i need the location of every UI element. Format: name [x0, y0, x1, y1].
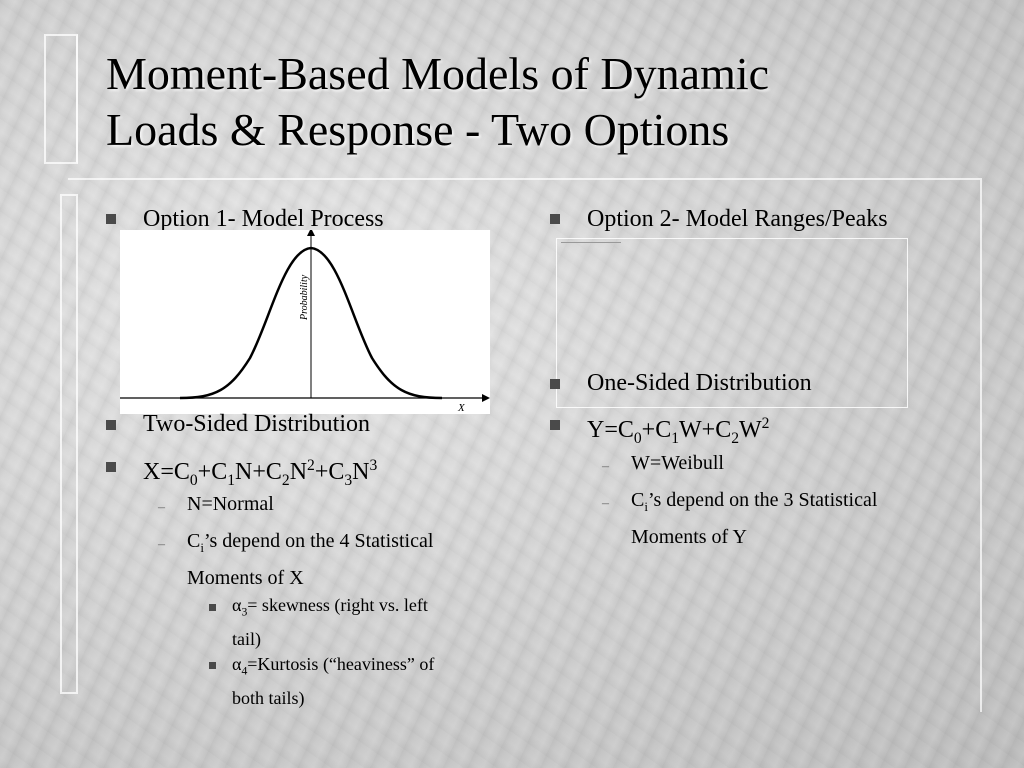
bullet-icon: [550, 420, 560, 430]
alpha-line2: both tails): [232, 687, 305, 708]
dash-icon: –: [602, 459, 609, 474]
peaks-figure-placeholder: [556, 238, 908, 408]
eq-text: N: [352, 459, 370, 485]
two-sided-label: Two-Sided Distribution: [143, 411, 370, 437]
eq-text: +C: [197, 459, 228, 485]
alpha-sub: 4: [241, 664, 248, 678]
ci-sub: i: [200, 540, 204, 555]
eq-text: +C: [641, 417, 672, 443]
normal-distribution-plot: Probability X: [120, 228, 490, 414]
weibull-label: W=Weibull: [631, 452, 724, 474]
bullet-icon: [209, 662, 216, 669]
bell-curve: [179, 246, 443, 400]
bullet-icon: [550, 214, 560, 224]
decorative-frame: [68, 178, 982, 712]
bullet-icon: [106, 214, 116, 224]
option2-heading: Option 2- Model Ranges/Peaks: [587, 206, 888, 232]
alpha-rest: =Kurtosis (“heaviness” of: [247, 654, 435, 674]
dash-icon: –: [602, 496, 609, 511]
eq-sub: 1: [227, 471, 236, 489]
title-line-1: Moment-Based Models of Dynamic: [106, 48, 770, 99]
moments-x-text: Ci’s depend on the 4 Statistical Moments…: [187, 526, 433, 593]
eq-sub: 0: [189, 471, 198, 489]
bullet-icon: [106, 462, 116, 472]
eq-text: Y=C: [587, 417, 634, 443]
eq-text: W: [739, 417, 762, 443]
alpha-symbol: α: [232, 654, 242, 674]
dash-icon: –: [158, 500, 165, 515]
moments-y-text: Ci’s depend on the 3 Statistical Moments…: [631, 485, 877, 552]
eq-text: N: [289, 459, 308, 485]
eq-sub: 2: [281, 471, 290, 489]
ci-rest: ’s depend on the 3 Statistical: [647, 489, 878, 511]
alpha-symbol: α: [232, 595, 242, 615]
plot-ylabel: Probability: [299, 274, 310, 321]
bullet-icon: [106, 420, 116, 430]
normal-label: N=Normal: [187, 493, 274, 515]
eq-sub: 2: [731, 429, 740, 447]
eq-text: W+C: [679, 417, 732, 443]
ci-line2: Moments of Y: [631, 526, 747, 548]
plot-xlabel: X: [457, 402, 466, 414]
ci-sub: i: [644, 499, 648, 514]
eq-sub: 0: [633, 429, 642, 447]
alpha3-text: α3= skewness (right vs. left tail): [232, 592, 428, 653]
bullet-icon: [209, 604, 216, 611]
y-axis-arrow-icon: [307, 228, 315, 236]
bell-curve-svg: Probability X: [120, 228, 490, 414]
ci-text: C: [187, 530, 201, 552]
eq-sup: 2: [761, 415, 770, 432]
dash-icon: –: [158, 537, 165, 552]
equation-x: X=C0+C1N+C2N2+C3N3: [143, 452, 377, 495]
ci-rest: ’s depend on the 4 Statistical: [203, 530, 434, 552]
decorative-bar-top: [44, 34, 78, 164]
alpha-rest: = skewness (right vs. left: [247, 595, 428, 615]
eq-sup: 3: [369, 457, 378, 474]
ci-line2: Moments of X: [187, 567, 304, 589]
eq-sub: 3: [344, 471, 353, 489]
decorative-bar-left: [60, 194, 78, 694]
x-axis-arrow-icon: [482, 394, 490, 402]
ci-text: C: [631, 489, 645, 511]
alpha-line2: tail): [232, 628, 261, 649]
title-line-2: Loads & Response - Two Options: [106, 104, 730, 155]
alpha4-text: α4=Kurtosis (“heaviness” of both tails): [232, 651, 434, 712]
slide-title: Moment-Based Models of Dynamic Loads & R…: [106, 46, 986, 158]
option1-heading: Option 1- Model Process: [143, 206, 384, 232]
eq-text: N+C: [235, 459, 282, 485]
eq-text: X=C: [143, 459, 190, 485]
figure-caption-line: [561, 242, 621, 243]
alpha-sub: 3: [241, 605, 248, 619]
one-sided-label: One-Sided Distribution: [587, 370, 812, 396]
equation-y: Y=C0+C1W+C2W2: [587, 410, 769, 453]
eq-sub: 1: [671, 429, 680, 447]
bullet-icon: [550, 379, 560, 389]
eq-text: +C: [314, 459, 345, 485]
eq-sup: 2: [307, 457, 315, 474]
